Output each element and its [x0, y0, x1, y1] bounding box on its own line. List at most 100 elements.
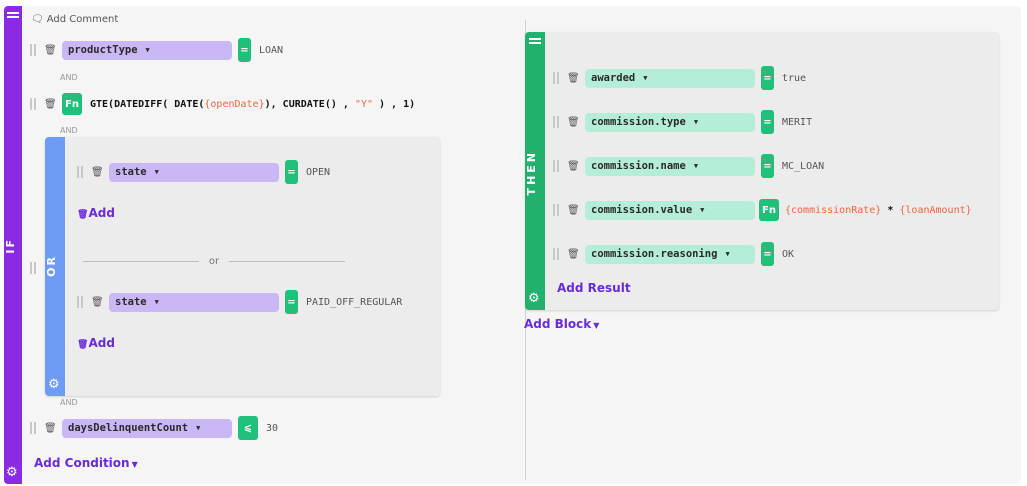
trash-icon[interactable]: 🗑 — [44, 44, 57, 56]
result-value[interactable]: MC_LOAN — [782, 160, 825, 172]
result-row: 🗑 commission.value ▼ Fn {commissionRate}… — [553, 199, 972, 221]
trash-icon: 🗑 — [77, 210, 89, 220]
operator-button[interactable]: = — [761, 66, 774, 90]
caret-down-icon: ▼ — [643, 74, 648, 82]
condition-value[interactable]: 30 — [266, 422, 279, 434]
or-block: OR ⚙ 🗑 state ▼ = OPEN 🗑Add or 🗑 state ▼ — [45, 137, 440, 396]
field-select[interactable]: commission.reasoning ▼ — [585, 244, 755, 264]
operator-button[interactable]: = — [238, 38, 251, 62]
add-button[interactable]: 🗑Add — [77, 206, 115, 220]
trash-icon[interactable]: 🗑 — [44, 98, 57, 110]
gear-icon[interactable]: ⚙ — [528, 291, 540, 306]
result-value[interactable]: true — [782, 72, 807, 84]
gear-icon[interactable]: ⚙ — [6, 465, 18, 480]
field-select[interactable]: awarded ▼ — [585, 68, 755, 88]
caret-down-icon: ▼ — [693, 162, 699, 170]
caret-down-icon: ▼ — [593, 321, 600, 330]
condition-value[interactable]: LOAN — [259, 44, 284, 56]
condition-row: 🗑 daysDelinquentCount ▼ ⩽ 30 — [30, 416, 279, 440]
function-expression[interactable]: {commissionRate} * {loanAmount} — [785, 204, 972, 216]
operator-button[interactable]: = — [761, 110, 774, 134]
condition-value[interactable]: PAID_OFF_REGULAR — [306, 296, 403, 308]
menu-icon[interactable] — [7, 12, 19, 20]
result-value[interactable]: OK — [782, 248, 795, 260]
trash-icon[interactable]: 🗑 — [91, 296, 104, 308]
condition-row: 🗑 state ▼ = OPEN — [77, 160, 331, 184]
trash-icon[interactable]: 🗑 — [567, 116, 580, 128]
caret-down-icon: ▼ — [196, 424, 201, 432]
comment-icon: 🗨 — [31, 14, 44, 25]
caret-down-icon: ▼ — [131, 460, 138, 469]
add-condition-button[interactable]: Add Condition▼ — [34, 456, 138, 470]
then-rail[interactable]: THEN ⚙ — [525, 32, 545, 310]
then-label: THEN — [525, 150, 538, 196]
and-connector: AND — [60, 73, 78, 82]
result-row: 🗑 commission.name ▼ = MC_LOAN — [553, 154, 825, 178]
field-select[interactable]: commission.name ▼ — [585, 156, 755, 176]
drag-handle-icon[interactable] — [30, 262, 36, 274]
drag-handle-icon[interactable] — [553, 72, 559, 84]
trash-icon[interactable]: 🗑 — [567, 72, 580, 84]
or-separator: or — [83, 256, 346, 267]
condition-value[interactable]: OPEN — [306, 166, 331, 178]
drag-handle-icon[interactable] — [553, 204, 559, 216]
drag-handle-icon[interactable] — [553, 248, 559, 260]
or-rail[interactable]: OR ⚙ — [45, 137, 65, 396]
result-value[interactable]: MERIT — [782, 116, 813, 128]
function-expression[interactable]: GTE(DATEDIFF( DATE({openDate}), CURDATE(… — [90, 98, 416, 110]
add-result-button[interactable]: Add Result — [557, 281, 631, 295]
drag-handle-icon[interactable] — [77, 296, 83, 308]
trash-icon[interactable]: 🗑 — [567, 248, 580, 260]
field-select[interactable]: commission.type ▼ — [585, 112, 755, 132]
operator-button[interactable]: = — [285, 290, 298, 314]
caret-down-icon: ▼ — [700, 206, 705, 214]
drag-handle-icon[interactable] — [553, 116, 559, 128]
and-connector: AND — [60, 398, 78, 407]
trash-icon: 🗑 — [77, 340, 89, 350]
menu-icon[interactable] — [529, 38, 541, 46]
function-badge[interactable]: Fn — [759, 199, 779, 221]
result-row: 🗑 commission.reasoning ▼ = OK — [553, 242, 795, 266]
if-label: IF — [4, 238, 17, 254]
trash-icon[interactable]: 🗑 — [44, 422, 57, 434]
field-select[interactable]: productType ▼ — [62, 40, 232, 60]
drag-handle-icon[interactable] — [553, 160, 559, 172]
add-button[interactable]: 🗑Add — [77, 336, 115, 350]
caret-down-icon: ▼ — [145, 46, 150, 54]
field-select[interactable]: state ▼ — [109, 162, 279, 182]
condition-row: 🗑 Fn GTE(DATEDIFF( DATE({openDate}), CUR… — [30, 93, 416, 115]
trash-icon[interactable]: 🗑 — [91, 166, 104, 178]
caret-down-icon: ▼ — [154, 298, 159, 306]
then-block: THEN ⚙ 🗑 awarded ▼ = true 🗑 commission.t… — [525, 32, 999, 310]
or-block-handle — [30, 258, 44, 278]
operator-button[interactable]: = — [761, 154, 774, 178]
add-comment-button[interactable]: 🗨 Add Comment — [31, 14, 118, 25]
add-comment-label: Add Comment — [46, 14, 119, 25]
gear-icon[interactable]: ⚙ — [48, 377, 60, 392]
result-row: 🗑 awarded ▼ = true — [553, 66, 807, 90]
condition-row: 🗑 state ▼ = PAID_OFF_REGULAR — [77, 290, 403, 314]
if-rail[interactable]: IF ⚙ — [4, 6, 22, 484]
caret-down-icon: ▼ — [154, 168, 159, 176]
or-label: OR — [45, 255, 58, 277]
function-badge[interactable]: Fn — [62, 93, 82, 115]
drag-handle-icon[interactable] — [30, 44, 36, 56]
drag-handle-icon[interactable] — [30, 98, 36, 110]
drag-handle-icon[interactable] — [77, 166, 83, 178]
caret-down-icon: ▼ — [693, 118, 699, 126]
caret-down-icon: ▼ — [725, 250, 730, 258]
and-connector: AND — [60, 126, 78, 135]
drag-handle-icon[interactable] — [30, 422, 36, 434]
result-row: 🗑 commission.type ▼ = MERIT — [553, 110, 813, 134]
field-select[interactable]: daysDelinquentCount ▼ — [62, 418, 232, 438]
trash-icon[interactable]: 🗑 — [567, 204, 580, 216]
condition-row: 🗑 productType ▼ = LOAN — [30, 38, 284, 62]
rule-panel: 🗨 Add Comment 🗑 productType ▼ = LOAN AND… — [22, 6, 1021, 484]
field-select[interactable]: commission.value ▼ — [585, 200, 755, 220]
operator-button[interactable]: = — [285, 160, 298, 184]
operator-button[interactable]: = — [761, 242, 774, 266]
operator-button[interactable]: ⩽ — [238, 416, 258, 440]
add-block-button[interactable]: Add Block▼ — [524, 317, 600, 331]
trash-icon[interactable]: 🗑 — [567, 160, 580, 172]
field-select[interactable]: state ▼ — [109, 292, 279, 312]
